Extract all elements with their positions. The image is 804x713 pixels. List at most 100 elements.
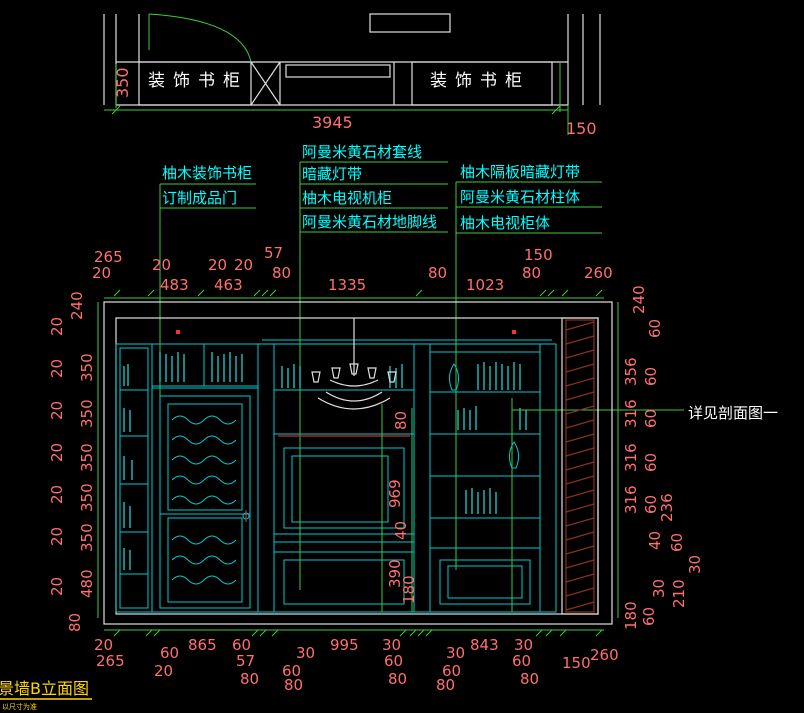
dim-bottom: 843 xyxy=(470,636,499,654)
dim-bottom: 260 xyxy=(590,646,619,664)
dim-left: 480 xyxy=(78,569,96,598)
dim-right: 236 xyxy=(658,493,676,522)
callout-right-2: 阿曼米黄石材柱体 xyxy=(460,188,580,206)
elevation-frame xyxy=(97,297,619,631)
dim-bottom: 30 xyxy=(296,644,315,662)
dim-inner: 390 xyxy=(386,559,404,588)
drawing-title: 景墙B立面图 以尺寸为准 xyxy=(0,679,92,711)
dim-right: 40 xyxy=(646,531,664,550)
dim-bottom: 80 xyxy=(520,670,539,688)
dim-top: 463 xyxy=(214,276,243,294)
plan-view: 装饰书柜 装饰书柜 350 3945 150 xyxy=(103,13,601,138)
dim-bottom: 995 xyxy=(330,636,359,654)
dim-inner: 180 xyxy=(400,575,418,604)
dim-left: 350 xyxy=(78,443,96,472)
title-sub: 以尺寸为准 xyxy=(2,702,37,711)
dim-left: 20 xyxy=(48,359,66,378)
dim-top: 80 xyxy=(522,264,541,282)
callout-section-ref: 详见剖面图一 xyxy=(688,404,778,422)
dim-bottom: 30 xyxy=(382,636,401,654)
dim-bottom: 20 xyxy=(94,636,113,654)
callout-mid-2: 暗藏灯带 xyxy=(302,165,362,183)
dim-right: 210 xyxy=(670,579,688,608)
dim-top-upper: 57 xyxy=(264,244,283,262)
dim-right: 60 xyxy=(642,495,660,514)
dim-left: 20 xyxy=(48,401,66,420)
dim-bottom: 60 xyxy=(282,662,301,680)
dim-bottom: 80 xyxy=(240,670,259,688)
dim-right: 60 xyxy=(640,607,658,626)
dim-top: 1335 xyxy=(328,276,366,294)
dim-top: 483 xyxy=(160,276,189,294)
dim-right: 316 xyxy=(622,443,640,472)
dim-left: 20 xyxy=(48,527,66,546)
dim-top-upper: 150 xyxy=(524,246,553,264)
dim-bottom: 20 xyxy=(154,662,173,680)
title-main: 景墙B立面图 xyxy=(0,679,89,698)
dim-inner: 969 xyxy=(386,479,404,508)
dim-right: 60 xyxy=(642,453,660,472)
top-dimensions-lower: 20 20 483 20 463 20 80 1335 80 1023 80 2… xyxy=(92,256,613,297)
dim-right: 356 xyxy=(622,357,640,386)
dim-top: 80 xyxy=(272,264,291,282)
dim-right: 316 xyxy=(622,485,640,514)
dim-bottom: 265 xyxy=(96,652,125,670)
dim-right: 60 xyxy=(646,319,664,338)
dim-top: 80 xyxy=(428,264,447,282)
dim-bottom: 150 xyxy=(562,654,591,672)
left-dimensions: 240 20 20 350 20 350 20 350 20 350 20 35… xyxy=(48,291,96,632)
dim-bottom: 60 xyxy=(160,644,179,662)
dim-top: 20 xyxy=(208,256,227,274)
inner-dimensions: 80 969 40 390 180 xyxy=(386,411,418,604)
dim-bottom: 30 xyxy=(446,644,465,662)
callout-right-3: 柚木电视柜体 xyxy=(460,214,550,232)
dim-right: 60 xyxy=(642,367,660,386)
dim-right: 60 xyxy=(642,409,660,428)
dim-right: 30 xyxy=(650,579,668,598)
callout-mid-3: 柚木电视机柜 xyxy=(302,189,392,207)
dim-right: 180 xyxy=(622,601,640,630)
dim-bottom: 60 xyxy=(232,636,251,654)
dim-bottom: 60 xyxy=(512,652,531,670)
dim-inner: 40 xyxy=(392,521,410,540)
callout-left-1: 柚木装饰书柜 xyxy=(162,164,252,182)
dim-top: 20 xyxy=(92,264,111,282)
callout-labels: 柚木装饰书柜 订制成品门 阿曼米黄石材套线 暗藏灯带 柚木电视机柜 阿曼米黄石材… xyxy=(159,143,778,612)
plan-width-dim: 3945 xyxy=(312,113,353,132)
dim-bottom: 60 xyxy=(442,662,461,680)
dim-right: 30 xyxy=(686,555,704,574)
dim-top: 20 xyxy=(152,256,171,274)
dim-left: 20 xyxy=(48,443,66,462)
chandelier-drawing xyxy=(311,318,397,410)
top-dimensions-upper: 265 57 150 xyxy=(94,244,553,266)
dim-bottom: 80 xyxy=(284,676,303,694)
dim-top: 20 xyxy=(234,256,253,274)
dim-bottom: 30 xyxy=(514,636,533,654)
dim-bottom: 57 xyxy=(236,652,255,670)
dim-right: 240 xyxy=(630,285,648,314)
dim-left: 20 xyxy=(48,317,66,336)
callout-mid-1: 阿曼米黄石材套线 xyxy=(302,143,422,161)
dim-bottom: 60 xyxy=(384,652,403,670)
right-dimensions: 240 60 356 60 316 60 316 60 316 60 236 4… xyxy=(622,285,704,630)
dim-left: 240 xyxy=(68,291,86,320)
dim-top-upper: 265 xyxy=(94,248,123,266)
dim-left: 350 xyxy=(78,483,96,512)
dim-left: 20 xyxy=(48,485,66,504)
plan-label-left: 装饰书柜 xyxy=(148,71,248,91)
callout-mid-4: 阿曼米黄石材地脚线 xyxy=(302,213,437,231)
dim-left: 350 xyxy=(78,523,96,552)
plan-right-dim: 150 xyxy=(566,119,597,138)
plan-label-right: 装饰书柜 xyxy=(430,71,530,91)
bottom-dimensions-lower: 265 60 20 57 80 30 60 80 60 80 30 60 80 … xyxy=(96,644,591,694)
dim-right: 316 xyxy=(622,399,640,428)
dim-bottom: 80 xyxy=(436,676,455,694)
dim-left: 350 xyxy=(78,353,96,382)
dim-left: 20 xyxy=(48,577,66,596)
plan-depth-dim: 350 xyxy=(113,67,132,98)
callout-right-1: 柚木隔板暗藏灯带 xyxy=(460,163,580,181)
dim-inner: 80 xyxy=(392,411,410,430)
dim-bottom: 865 xyxy=(188,636,217,654)
dim-bottom: 80 xyxy=(388,670,407,688)
